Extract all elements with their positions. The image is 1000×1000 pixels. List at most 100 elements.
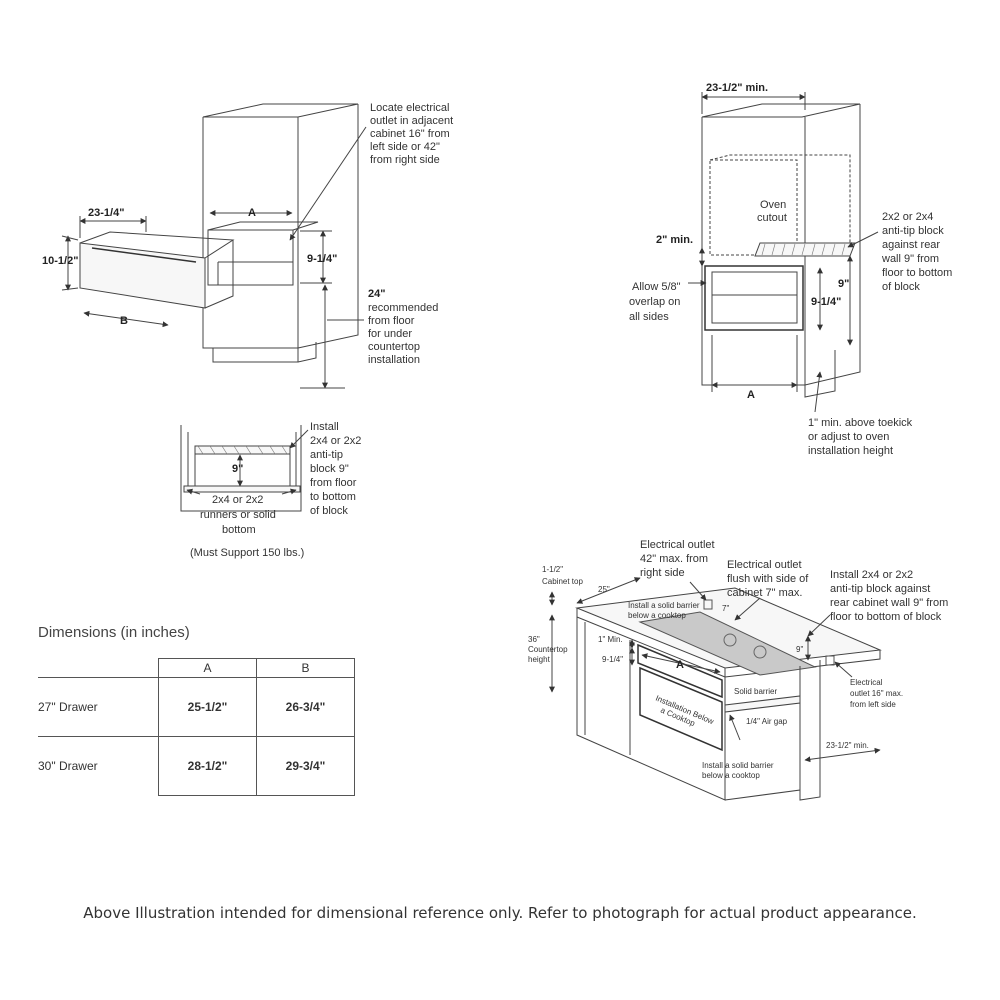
fig4-dim-a: A — [676, 659, 684, 671]
fig1-dim-a: A — [248, 207, 256, 219]
fig4-cabinet-top: 1-1/2" Cabinet top — [542, 565, 583, 586]
fig2-install-note: Install 2x4 or 2x2 anti-tip block 9" fro… — [310, 421, 361, 517]
fig4-dim-2312: 23-1/2" min. — [826, 741, 869, 750]
svg-text:anti-tip: anti-tip — [310, 449, 343, 461]
fig3-dim-2: 2" min. — [656, 234, 693, 246]
fig4-cooktop-install: Installation Below a Cooktop 1-1/2" Cabi… — [528, 539, 948, 801]
svg-text:wall 9" from: wall 9" from — [881, 253, 939, 265]
svg-text:Locate electrical: Locate electrical — [370, 102, 450, 114]
table-header-empty — [38, 659, 159, 678]
fig3-block-note: 2x2 or 2x4 anti-tip block against rear w… — [881, 211, 952, 293]
row-value-a: 28-1/2" — [158, 736, 257, 796]
fig4-solid-barrier: Solid barrier — [734, 687, 777, 696]
row-label: 30" Drawer — [38, 736, 159, 796]
svg-text:floor to bottom: floor to bottom — [882, 267, 952, 279]
fig3-oven-cabinet: 23-1/2" min. Oven cutout 2" min. Allow — [629, 82, 952, 457]
svg-text:36": 36" — [528, 635, 540, 644]
svg-text:Countertop: Countertop — [528, 645, 568, 654]
svg-text:below a cooktop: below a cooktop — [702, 771, 760, 780]
fig2-antitip-detail: 9" Install 2x4 or 2x2 anti-tip block 9" … — [180, 421, 361, 559]
svg-text:of block: of block — [882, 281, 920, 293]
svg-text:block 9": block 9" — [310, 463, 349, 475]
svg-text:Oven: Oven — [760, 199, 786, 211]
svg-text:Install a solid barrier: Install a solid barrier — [628, 601, 700, 610]
svg-text:recommended: recommended — [368, 302, 438, 314]
fig4-countertop: 36" Countertop height — [528, 635, 568, 664]
svg-text:flush with side of: flush with side of — [727, 573, 809, 585]
fig4-dim-9: 9" — [796, 645, 803, 654]
svg-text:Install: Install — [310, 421, 339, 433]
svg-text:left side or 42": left side or 42" — [370, 141, 440, 153]
fig4-barrier-top: Install a solid barrier below a cooktop — [628, 601, 700, 620]
fig4-air-gap: 1/4" Air gap — [746, 717, 788, 726]
svg-text:right side: right side — [640, 567, 685, 579]
fig2-runner-note: 2x4 or 2x2 runners or solid bottom — [200, 494, 276, 536]
svg-text:1" min. above toekick: 1" min. above toekick — [808, 417, 913, 429]
table-header-b: B — [256, 658, 355, 678]
svg-text:bottom: bottom — [222, 524, 256, 536]
fig3-dim-width: 23-1/2" min. — [706, 82, 768, 94]
fig1-dim-b: B — [120, 315, 128, 327]
fig3-oven-cutout: Oven cutout — [757, 199, 787, 224]
svg-text:from left side: from left side — [850, 700, 896, 709]
svg-text:runners or solid: runners or solid — [200, 509, 276, 521]
svg-text:overlap on: overlap on — [629, 296, 680, 308]
svg-text:below a cooktop: below a cooktop — [628, 611, 686, 620]
fig4-outlet7: Electrical outlet flush with side of cab… — [727, 559, 809, 599]
outlet-icon — [703, 599, 713, 610]
svg-text:against rear: against rear — [882, 239, 940, 251]
fig4-outlet42: Electrical outlet 42" max. from right si… — [640, 539, 715, 579]
fig4-barrier-bottom: Install a solid barrier below a cooktop — [702, 761, 774, 780]
fig4-outlet16: Electrical outlet 16" max. from left sid… — [850, 678, 903, 709]
fig3-dim-914: 9-1/4" — [811, 296, 841, 308]
svg-text:from floor: from floor — [368, 315, 415, 327]
svg-text:outlet 16" max.: outlet 16" max. — [850, 689, 903, 698]
fig1-cabinet-front — [202, 117, 299, 349]
row-value-b: 29-3/4" — [256, 736, 355, 796]
row-value-a: 25-1/2" — [158, 677, 257, 737]
fig3-overlap-note: Allow 5/8" overlap on all sides — [629, 281, 681, 323]
svg-text:cabinet 7" max.: cabinet 7" max. — [727, 587, 802, 599]
svg-text:Electrical outlet: Electrical outlet — [727, 559, 802, 571]
svg-text:Install 2x4 or 2x2: Install 2x4 or 2x2 — [830, 569, 913, 581]
dimensions-table: A B 27" Drawer 25-1/2" 26-3/4" 30" Drawe… — [38, 658, 355, 796]
svg-text:Install a solid barrier: Install a solid barrier — [702, 761, 774, 770]
svg-text:42" max. from: 42" max. from — [640, 553, 708, 565]
fig1-cabinet-top — [202, 103, 359, 118]
svg-text:installation height: installation height — [808, 445, 893, 457]
svg-text:cutout: cutout — [757, 212, 787, 224]
svg-text:rear cabinet wall 9" from: rear cabinet wall 9" from — [830, 597, 948, 609]
fig1-dim-width: 23-1/4" — [88, 207, 124, 219]
svg-text:anti-tip block: anti-tip block — [882, 225, 944, 237]
svg-text:to bottom: to bottom — [310, 491, 356, 503]
fig1-cabinet-side — [297, 104, 359, 349]
row-label: 27" Drawer — [38, 677, 159, 737]
fig3-dim-a: A — [747, 389, 755, 401]
fig2-dim-9: 9" — [232, 463, 243, 475]
footer-disclaimer: Above Illustration intended for dimensio… — [83, 904, 917, 922]
fig4-dim-7: 7" — [722, 604, 729, 613]
svg-text:from floor: from floor — [310, 477, 357, 489]
svg-text:Cabinet top: Cabinet top — [542, 577, 583, 586]
fig1-dim-height: 10-1/2" — [42, 255, 78, 267]
svg-text:all sides: all sides — [629, 311, 669, 323]
svg-text:Allow 5/8": Allow 5/8" — [632, 281, 681, 293]
svg-text:1-1/2": 1-1/2" — [542, 565, 563, 574]
svg-text:anti-tip block against: anti-tip block against — [830, 583, 930, 595]
outlet-icon — [825, 655, 835, 666]
table-row: 27" Drawer 25-1/2" 26-3/4" — [38, 677, 355, 737]
fig1-outlet-note: Locate electrical outlet in adjacent cab… — [370, 102, 453, 166]
fig1-dim-opening: 9-1/4" — [307, 253, 337, 265]
fig1-drawer-front — [79, 242, 206, 309]
fig2-support-note: (Must Support 150 lbs.) — [190, 547, 304, 559]
row-value-b: 26-3/4" — [256, 677, 355, 737]
fig4-antitip-note: Install 2x4 or 2x2 anti-tip block agains… — [830, 569, 948, 623]
fig4-dim-914: 9-1/4" — [602, 655, 623, 664]
svg-text:2x4 or 2x2: 2x4 or 2x2 — [310, 435, 361, 447]
svg-text:or adjust to oven: or adjust to oven — [808, 431, 889, 443]
fig1-dim-floor: 24" — [368, 288, 385, 300]
dimensions-title: Dimensions (in inches) — [38, 624, 190, 641]
svg-text:Electrical: Electrical — [850, 678, 883, 687]
svg-text:height: height — [528, 655, 551, 664]
